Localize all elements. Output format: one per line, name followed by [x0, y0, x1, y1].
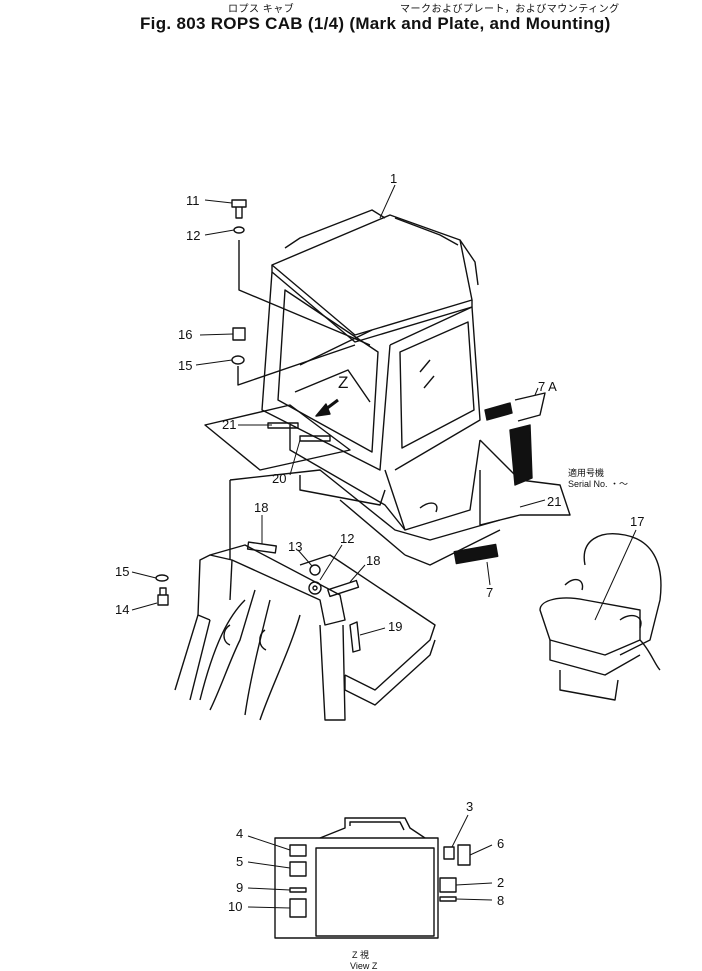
callout-8: 8: [497, 893, 504, 908]
callout-12: 12: [186, 228, 200, 243]
callout-7: 7: [486, 585, 493, 600]
callout-1: 1: [390, 171, 397, 186]
view-z-panel: [274, 817, 471, 939]
callout-5: 5: [236, 854, 243, 869]
callout-6: 6: [497, 836, 504, 851]
callout-3: 3: [466, 799, 473, 814]
callout-15b: 15: [115, 564, 129, 579]
operator-seat: [539, 533, 662, 701]
figure-title: Fig. 803 ROPS CAB (1/4) (Mark and Plate,…: [140, 14, 611, 33]
callout-21: 21: [222, 417, 236, 432]
callout-4: 4: [236, 826, 243, 841]
callout-13: 13: [288, 539, 302, 554]
callout-14: 14: [115, 602, 129, 617]
callout-16: 16: [178, 327, 192, 342]
callout-19: 19: [388, 619, 402, 634]
view-direction-letter: Z: [338, 373, 348, 392]
serial-label: Serial No. ・～: [568, 479, 628, 489]
callout-2: 2: [497, 875, 504, 890]
callout-18: 18: [254, 500, 268, 515]
callout-17: 17: [630, 514, 644, 529]
view-label-japanese: Z 視: [352, 949, 369, 960]
callout-11: 11: [186, 193, 200, 208]
callout-7a: 7 A: [538, 379, 557, 394]
callout-10: 10: [228, 899, 242, 914]
mounting-frame: [174, 541, 436, 721]
callout-9: 9: [236, 880, 243, 895]
title-japanese-left: ロプス キャブ: [228, 4, 295, 15]
callout-15: 15: [178, 358, 192, 373]
view-label: View Z: [350, 961, 378, 971]
serial-label-japanese: 適用号機: [568, 467, 604, 478]
title-japanese-right: マークおよびプレート，およびマウンティング: [400, 4, 620, 15]
callout-20: 20: [272, 471, 286, 486]
callout-18b: 18: [366, 553, 380, 568]
callout-12b: 12: [340, 531, 354, 546]
callout-21b: 21: [547, 494, 561, 509]
